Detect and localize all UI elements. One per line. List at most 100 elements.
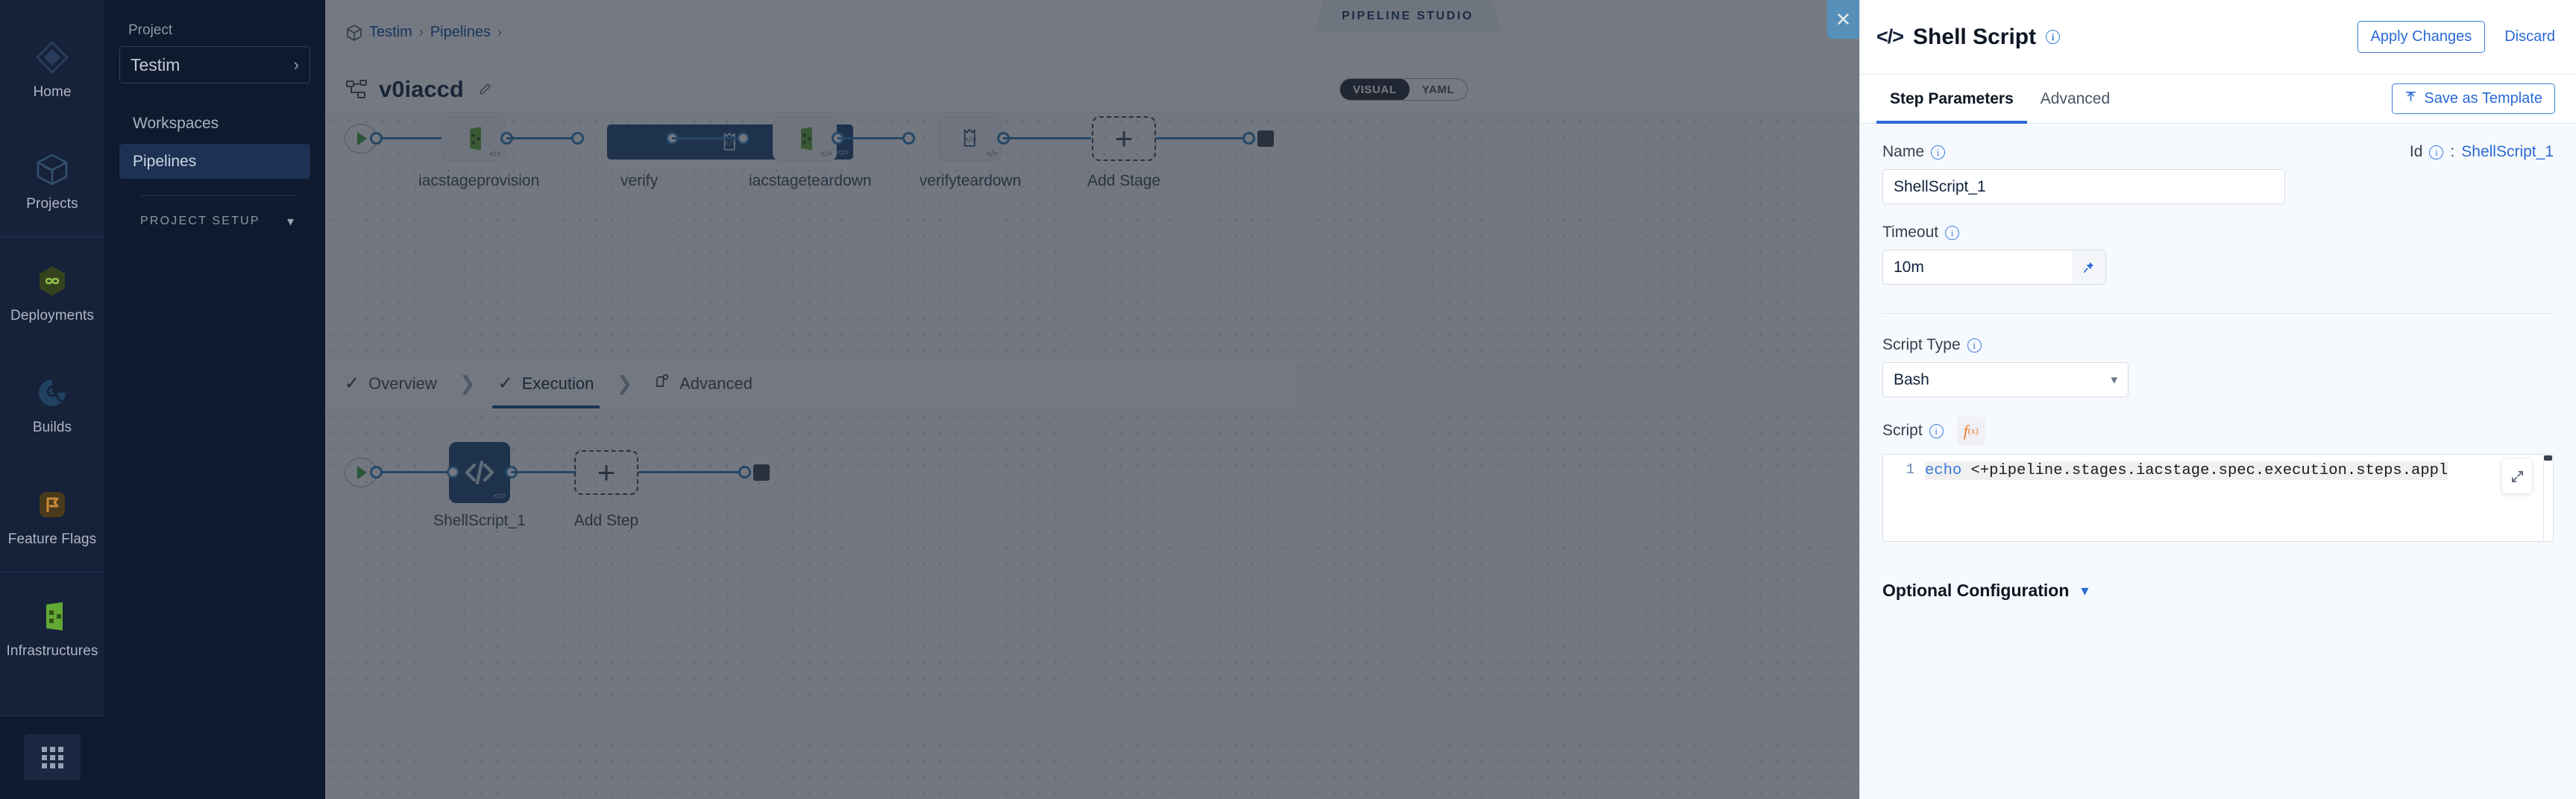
stage-label: iacstageprovision xyxy=(418,172,540,189)
connector-knob[interactable] xyxy=(370,132,383,145)
rail-bottom-area xyxy=(0,716,104,799)
project-label: Project xyxy=(128,22,173,38)
save-as-template-button[interactable]: Save as Template xyxy=(2392,83,2555,114)
connector-knob[interactable] xyxy=(902,132,915,145)
name-input[interactable]: ShellScript_1 xyxy=(1882,169,2285,204)
info-icon[interactable]: i xyxy=(1931,145,1946,160)
svg-text:</>: </> xyxy=(964,136,977,144)
connector xyxy=(1156,137,1245,139)
stage-node-verifyteardown[interactable]: </> </> xyxy=(938,116,1002,161)
chevron-down-icon: ▾ xyxy=(2111,372,2117,387)
nav-item-home[interactable]: Home xyxy=(0,13,104,125)
cube-icon xyxy=(346,24,362,42)
info-icon[interactable]: i xyxy=(1929,423,1944,438)
app-grid-icon[interactable] xyxy=(24,734,81,780)
connector-knob[interactable] xyxy=(370,466,383,479)
tab-overview[interactable]: ✓ Overview xyxy=(325,359,456,408)
nav-item-builds[interactable]: Builds xyxy=(0,349,104,461)
breadcrumb-link-pipelines[interactable]: Pipelines xyxy=(430,24,491,40)
primary-nav-rail: Home Projects Deployments Builds Feature xyxy=(0,0,104,799)
pin-icon[interactable] xyxy=(2072,250,2106,285)
step-label: ShellScript_1 xyxy=(433,512,526,529)
sidebar-item-workspaces[interactable]: Workspaces xyxy=(119,106,310,141)
nav-label: Feature Flags xyxy=(7,531,97,547)
apply-changes-button[interactable]: Apply Changes xyxy=(2357,21,2486,53)
svg-text:</>: </> xyxy=(724,140,737,148)
code-tag-icon: </> xyxy=(1876,25,1904,48)
name-label: Name i xyxy=(1882,143,1946,161)
info-icon[interactable]: i xyxy=(2429,145,2444,160)
tab-advanced[interactable]: Advanced xyxy=(635,359,772,408)
code-rest: <+pipeline.stages.iacstage.spec.executio… xyxy=(1961,462,2448,479)
home-diamond-icon xyxy=(33,38,72,77)
nav-item-infrastructures[interactable]: Infrastructures xyxy=(0,572,104,684)
project-selector[interactable]: Testim › xyxy=(119,46,310,83)
infrastructure-icon xyxy=(801,127,812,151)
breadcrumb: Testim › Pipelines › xyxy=(346,24,502,42)
view-mode-yaml[interactable]: YAML xyxy=(1421,83,1455,96)
tab-label: Advanced xyxy=(2040,89,2111,107)
project-setup-label: PROJECT SETUP xyxy=(140,215,260,227)
nav-item-feature-flags[interactable]: Feature Flags xyxy=(0,461,104,572)
name-input-value: ShellScript_1 xyxy=(1894,177,1986,195)
script-type-label: Script Type i xyxy=(1882,336,2554,354)
id-label: Id xyxy=(2409,143,2423,160)
connector-knob[interactable] xyxy=(738,466,751,479)
upload-template-icon xyxy=(2404,90,2417,107)
stage-node-iacstageprovision[interactable]: </> xyxy=(442,116,506,161)
close-icon[interactable]: ✕ xyxy=(1827,0,1859,39)
page-title: </> Shell Script i xyxy=(1876,25,2061,50)
timeout-field-group: 10m xyxy=(1882,250,2106,285)
expand-icon[interactable] xyxy=(2502,459,2532,493)
breadcrumb-separator: › xyxy=(418,25,424,40)
script-code-editor[interactable]: 1 echo <+pipeline.stages.iacstage.spec.e… xyxy=(1882,454,2554,542)
tab-separator: ❯ xyxy=(459,372,476,394)
connector-knob[interactable] xyxy=(737,132,750,145)
sidebar-item-pipelines[interactable]: Pipelines xyxy=(119,144,310,179)
timeout-label-text: Timeout xyxy=(1882,224,1939,241)
stage-node-iacstageteardown[interactable]: </> xyxy=(773,116,837,161)
panel-tabs: Step Parameters Advanced Save as Templat… xyxy=(1860,75,2576,124)
info-icon[interactable]: i xyxy=(2046,30,2061,44)
connector xyxy=(1003,137,1091,139)
info-icon[interactable]: i xyxy=(1967,338,1982,353)
connector-knob[interactable] xyxy=(447,466,459,479)
breadcrumb-separator-2: › xyxy=(497,25,502,40)
nav-label: Home xyxy=(33,84,72,100)
pipeline-end-node[interactable] xyxy=(1257,130,1274,147)
scrollbar-thumb[interactable] xyxy=(2544,455,2552,461)
code-corner-icon: </> xyxy=(986,150,998,159)
tab-panel-advanced[interactable]: Advanced xyxy=(2027,75,2123,124)
infrastructure-icon xyxy=(470,127,481,151)
editor-scrollbar[interactable] xyxy=(2543,455,2553,541)
save-template-label: Save as Template xyxy=(2424,90,2542,107)
discard-button[interactable]: Discard xyxy=(2504,28,2555,45)
infrastructure-icon xyxy=(33,597,72,636)
edit-pencil-icon[interactable] xyxy=(477,82,492,97)
nav-item-deployments[interactable]: Deployments xyxy=(0,237,104,349)
editor-gutter: 1 xyxy=(1883,455,1925,541)
connector-knob[interactable] xyxy=(571,132,584,145)
info-icon[interactable]: i xyxy=(1945,225,1960,240)
tab-label: Overview xyxy=(368,373,437,393)
view-mode-visual[interactable]: VISUAL xyxy=(1340,79,1410,100)
tab-execution[interactable]: ✓ Execution xyxy=(479,359,614,408)
tab-step-parameters[interactable]: Step Parameters xyxy=(1876,75,2027,124)
nav-item-projects[interactable]: Projects xyxy=(0,125,104,237)
add-step-button[interactable]: + xyxy=(574,450,638,495)
expression-fx-button[interactable]: f(x) xyxy=(1956,417,1985,445)
add-stage-button[interactable]: + xyxy=(1092,116,1156,161)
connector-knob[interactable] xyxy=(1243,132,1255,145)
optional-configuration-toggle[interactable]: Optional Configuration ▾ xyxy=(1882,581,2554,601)
view-mode-toggle[interactable]: VISUAL YAML xyxy=(1339,78,1468,101)
code-corner-icon: </> xyxy=(489,150,501,159)
breadcrumb-link-testim[interactable]: Testim xyxy=(369,24,412,40)
sidebar-item-label: Pipelines xyxy=(133,152,197,170)
project-setup-toggle[interactable]: PROJECT SETUP ▾ xyxy=(119,200,310,242)
code-keyword: echo xyxy=(1925,462,1962,479)
editor-code-area[interactable]: echo <+pipeline.stages.iacstage.spec.exe… xyxy=(1925,455,2553,541)
id-value[interactable]: ShellScript_1 xyxy=(2461,143,2554,160)
timeout-input[interactable]: 10m xyxy=(1882,250,2072,285)
script-type-select[interactable]: Bash ▾ xyxy=(1882,362,2129,397)
step-end-node[interactable] xyxy=(753,464,770,481)
